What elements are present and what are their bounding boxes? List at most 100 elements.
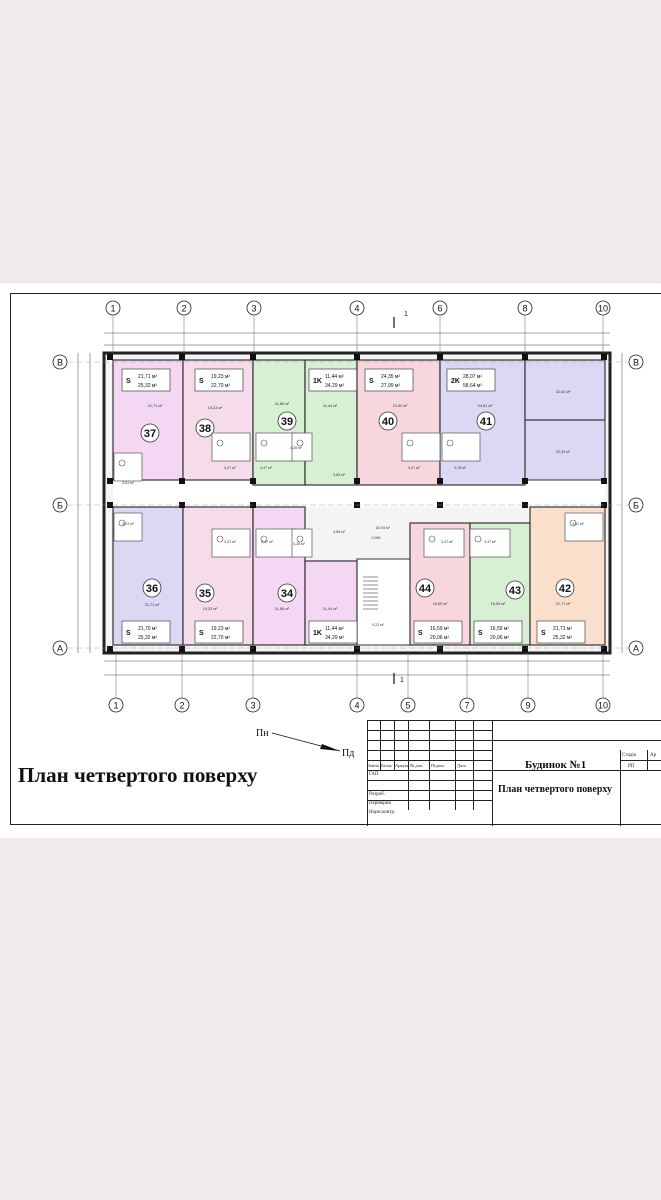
fixture-icon bbox=[118, 459, 126, 467]
apartment-number: 34 bbox=[281, 588, 294, 600]
fixture-icon bbox=[446, 439, 454, 447]
room-area: 19,23 м² bbox=[203, 607, 218, 611]
axis-label-top: 10 bbox=[598, 304, 608, 314]
structural-column bbox=[522, 478, 528, 484]
fixture-icon bbox=[474, 535, 482, 543]
structural-column bbox=[437, 478, 443, 484]
axis-label-bottom: 3 bbox=[250, 701, 255, 711]
apartment-info-box bbox=[413, 620, 463, 644]
tb-stage-label: Стадія bbox=[622, 753, 636, 758]
axis-label-bottom: 5 bbox=[405, 701, 410, 711]
tb-header-date: Дата bbox=[457, 763, 466, 768]
structural-column bbox=[179, 646, 185, 652]
room-area: 21,71 м² bbox=[556, 602, 571, 606]
axis-label-bottom: 7 bbox=[464, 701, 469, 711]
fixture-icon bbox=[216, 439, 224, 447]
structural-column bbox=[250, 354, 256, 360]
north-arrow-head bbox=[320, 744, 340, 751]
tb-role-gap: ГАП bbox=[369, 772, 379, 777]
apartment-number: 43 bbox=[509, 585, 521, 597]
apartment-type: 1K bbox=[313, 378, 322, 385]
apartment-block bbox=[252, 506, 306, 646]
apartment-total-area: 20,06 м² bbox=[490, 635, 509, 641]
small-area-label: 3,47 м² bbox=[261, 540, 273, 544]
bathroom bbox=[113, 512, 143, 542]
apartment-living-area: 16,59 м² bbox=[430, 626, 449, 632]
small-area-label: 3,61 м² bbox=[122, 522, 134, 526]
structural-column bbox=[522, 502, 528, 508]
structural-column bbox=[437, 354, 443, 360]
sheet-frame bbox=[10, 293, 661, 825]
axis-label-right: Б bbox=[633, 501, 639, 511]
small-area-label: 3,47 м² bbox=[224, 466, 236, 470]
apartment-type: S bbox=[126, 630, 131, 637]
apartment-type: S bbox=[199, 378, 204, 385]
apartment-number-badge bbox=[277, 411, 297, 431]
small-area-label: 3,47 м² bbox=[484, 540, 496, 544]
bathroom bbox=[469, 528, 511, 558]
small-area-label: 3,47 м² bbox=[260, 466, 272, 470]
bathroom bbox=[401, 432, 441, 462]
apartment-total-area: 25,32 м² bbox=[553, 635, 572, 641]
axis-label-bottom: 10 bbox=[598, 701, 608, 711]
room-area: 16,59 м² bbox=[433, 602, 448, 606]
bathroom bbox=[113, 452, 143, 482]
apartment-living-area: 16,59 м² bbox=[490, 626, 509, 632]
apartment-number-badge bbox=[476, 411, 496, 431]
fixture-icon bbox=[296, 439, 304, 447]
small-area-label: 0,000 bbox=[372, 536, 381, 540]
apartment-total-area: 22,70 м² bbox=[211, 383, 230, 389]
structural-column bbox=[601, 646, 607, 652]
structural-column bbox=[250, 646, 256, 652]
apartment-living-area: 21,71 м² bbox=[553, 626, 572, 632]
fixture-icon bbox=[260, 439, 268, 447]
structural-column bbox=[437, 646, 443, 652]
tb-building-name: Будинок №1 bbox=[525, 759, 587, 771]
axis-label-right: А bbox=[633, 644, 639, 654]
apartment-living-area: 21,70 м² bbox=[138, 626, 157, 632]
apartment-number-badge bbox=[378, 411, 398, 431]
fixture-icon bbox=[428, 535, 436, 543]
small-area-label: 4,35 м² bbox=[293, 542, 305, 546]
small-area-label: 3,65 м² bbox=[333, 473, 345, 477]
structural-column bbox=[601, 354, 607, 360]
tb-header-signature: Підпис bbox=[431, 763, 445, 768]
small-area-label: 4,35 м² bbox=[290, 446, 302, 450]
structural-column bbox=[107, 502, 113, 508]
north-label: Пн bbox=[256, 728, 269, 739]
apartment-type: S bbox=[541, 630, 546, 637]
room-area: 21,71 м² bbox=[145, 603, 160, 607]
axis-label-bottom: 2 bbox=[179, 701, 184, 711]
viewer-background-bottom bbox=[0, 838, 661, 1200]
bathroom bbox=[211, 432, 251, 462]
fixture-icon bbox=[260, 535, 268, 543]
axis-label-top: 6 bbox=[437, 304, 442, 314]
small-area-label: 3,47 м² bbox=[441, 540, 453, 544]
fixture-icon bbox=[569, 519, 577, 527]
bathroom bbox=[564, 512, 604, 542]
structural-column bbox=[354, 478, 360, 484]
axis-label-bottom: 9 bbox=[525, 701, 530, 711]
apartment-type: S bbox=[478, 630, 483, 637]
room-area: 11,44 м² bbox=[323, 404, 338, 408]
apartment-type: 2K bbox=[451, 378, 460, 385]
tb-stage-value: РП bbox=[628, 764, 635, 769]
apartment-type: S bbox=[418, 630, 423, 637]
room-area: 11,86 м² bbox=[275, 402, 290, 406]
apartment-total-area: 25,32 м² bbox=[138, 383, 157, 389]
apartment-type: S bbox=[369, 378, 374, 385]
apartment-number-badge bbox=[277, 583, 297, 603]
fixture-icon bbox=[118, 519, 126, 527]
apartment-number-badge bbox=[555, 578, 575, 598]
apartment-total-area: 20,06 м² bbox=[430, 635, 449, 641]
apartment-living-area: 19,23 м² bbox=[211, 374, 230, 380]
axis-label-top: 3 bbox=[251, 304, 256, 314]
small-area-label: 3,61 м² bbox=[572, 522, 584, 526]
section-label-bottom: 1 bbox=[400, 677, 404, 684]
apartment-number: 44 bbox=[419, 583, 432, 595]
structural-column bbox=[601, 478, 607, 484]
structural-column bbox=[354, 354, 360, 360]
bathroom bbox=[291, 432, 313, 462]
apartment-total-area: 22,70 м² bbox=[211, 635, 230, 641]
